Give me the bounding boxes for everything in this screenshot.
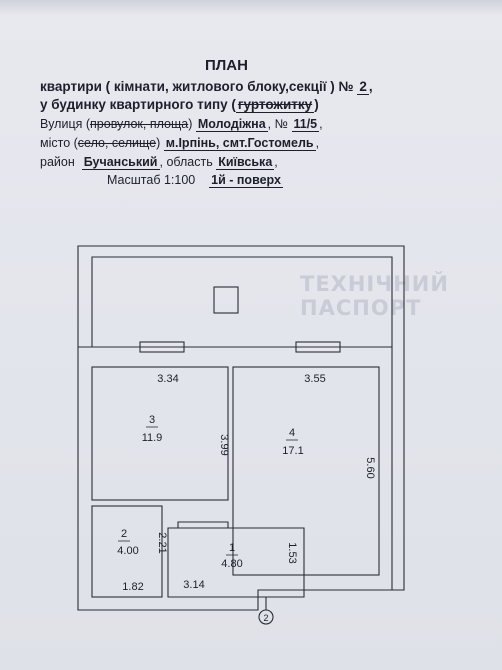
city-line: місто (село, селище) м.Ірпінь, смт.Госто… (40, 136, 320, 151)
floor-value: 1й - поверх (209, 173, 283, 188)
room-3-area: 11.9 (142, 432, 163, 444)
district-line: район Бучанський, область Київська, (40, 155, 278, 170)
page-fold-shadow (0, 0, 502, 14)
apartment-line-suffix: , (368, 79, 373, 94)
apartment-line: квартири ( кімнати, житлового блоку,секц… (40, 79, 373, 95)
apartment-line-prefix: квартири ( кімнати, житлового блоку,секц… (40, 79, 354, 94)
dim-room-2-width: 1.82 (122, 581, 143, 593)
room-3-outline (91, 366, 229, 501)
dim-room-1-depth: 1.53 (286, 542, 298, 563)
city-label-b: ) (156, 136, 161, 150)
vent-shaft (213, 286, 239, 314)
region-value: Київська (216, 155, 275, 170)
street-label-b: ) (188, 117, 193, 131)
bleed-through-text: ТЕХНІЧНИЙ ПАСПОРТ (300, 272, 449, 320)
room-4-area: 17.1 (282, 445, 303, 457)
dim-room-3-width: 3.34 (157, 373, 178, 385)
scale-line: Масштаб 1:100 1й - поверх (107, 173, 283, 188)
room-1-number: 1 (229, 542, 235, 554)
room-1-area: 4.80 (221, 558, 242, 570)
room-2-number: 2 (121, 528, 127, 540)
room-4-number: 4 (289, 427, 295, 439)
room-1-niche (177, 521, 229, 528)
city-end: , (315, 136, 320, 150)
city-value: м.Ірпінь, смт.Гостомель (163, 136, 316, 151)
dim-room-1-width: 3.14 (183, 579, 204, 591)
plan-title: ПЛАН (205, 57, 248, 74)
city-label-a: місто ( (40, 136, 78, 150)
dim-room-4-depth: 5.60 (364, 457, 376, 478)
dim-room-2-depth: 2.21 (156, 532, 168, 553)
street-value: Молодіжна (195, 117, 268, 132)
building-type-line: у будинку квартирного типу (гуртожитку) (40, 97, 319, 113)
axis-marker (258, 609, 274, 625)
building-label: , № (267, 117, 289, 131)
balcony-outline (91, 256, 393, 348)
dim-room-4-width: 3.55 (304, 373, 325, 385)
room-2-area: 4.00 (117, 545, 138, 557)
building-type-suffix: ) (314, 97, 319, 112)
street-struck: провулок, площа (90, 117, 189, 131)
axis-label: 2 (263, 613, 268, 623)
city-struck: село, селище (77, 136, 157, 150)
building-end: , (319, 117, 323, 131)
region-end: , (274, 155, 278, 169)
building-type-struck: гуртожитку (235, 97, 315, 113)
scale-label: Масштаб 1:100 (107, 173, 196, 187)
dim-room-3-depth: 3.99 (218, 434, 230, 455)
room-4-outline (232, 366, 380, 576)
building-type-prefix: у будинку квартирного типу ( (40, 97, 236, 112)
room-1-outline (167, 527, 305, 598)
building-number: 11/5 (291, 117, 320, 132)
street-label-a: Вулиця ( (40, 117, 91, 131)
district-value: Бучанський (81, 155, 160, 170)
outer-wall-outline (77, 245, 405, 611)
district-label: район (40, 155, 75, 169)
room-2-outline (91, 505, 163, 598)
apartment-number: 2 (357, 79, 369, 95)
room-3-number: 3 (149, 414, 155, 426)
region-label: , область (159, 155, 213, 169)
street-line: Вулиця (провулок, площа) Молодіжна, № 11… (40, 117, 323, 132)
